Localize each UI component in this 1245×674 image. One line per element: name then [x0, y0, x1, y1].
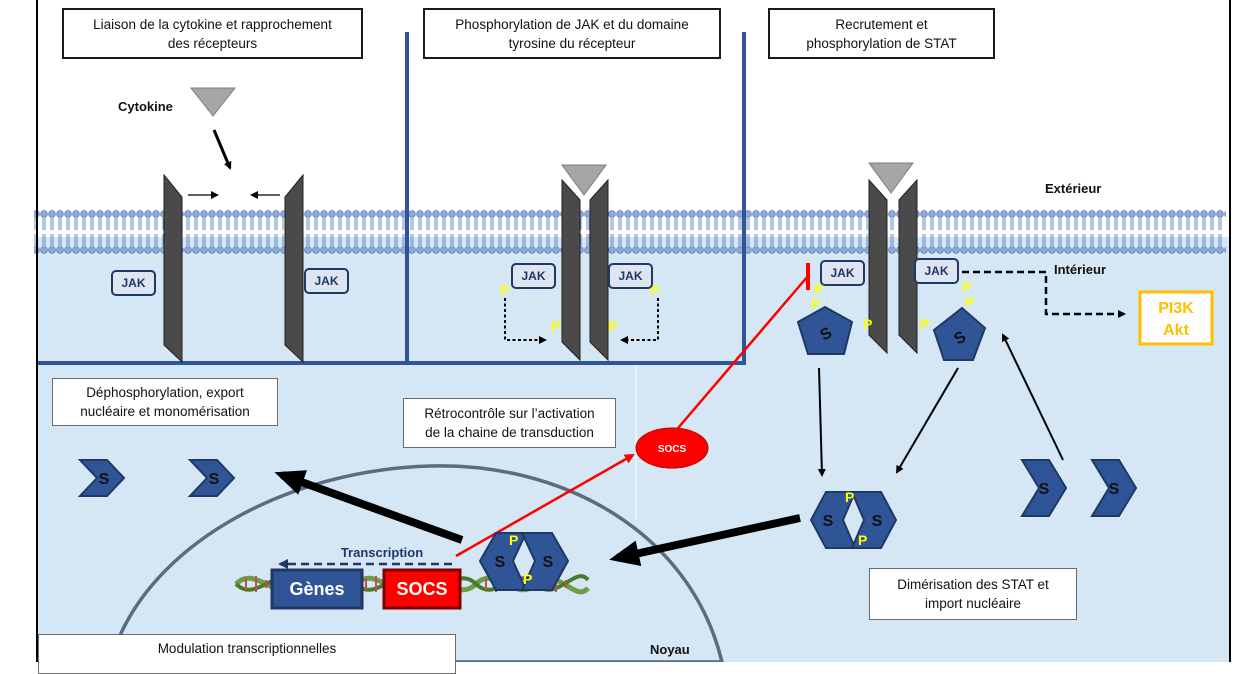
- receptor-left-1: [163, 173, 183, 364]
- stat-s-label: S: [823, 513, 834, 530]
- frame-right: [1229, 0, 1231, 662]
- nuclear-export-arrow: [274, 470, 464, 544]
- receptor-right-3: [898, 178, 918, 355]
- stat-monomer-2: [187, 459, 236, 497]
- stat-monomer-1: [77, 459, 126, 497]
- akt-label: Akt: [1163, 322, 1189, 339]
- cytokine-label: Cytokine: [118, 99, 173, 114]
- nuclear-import-arrow: [609, 514, 801, 567]
- stat-to-dimer-arrow-1: [817, 367, 826, 477]
- stat-s-label: S: [872, 513, 883, 530]
- stat-recruited-left: [796, 305, 854, 355]
- retrocontrole-box: Rétrocontrôle sur l’activation de la cha…: [403, 398, 616, 448]
- dephospho-line1: Déphosphorylation, export: [86, 385, 244, 400]
- stat-monomer-4: [1090, 459, 1138, 517]
- transcription-label: Transcription: [341, 545, 423, 560]
- cytokine-bound-3: [868, 162, 914, 194]
- dimerisation-box: Dimérisation des STAT et import nucléair…: [869, 568, 1077, 620]
- phospho-p-label: P: [845, 489, 854, 505]
- jak-box: JAK: [608, 263, 653, 289]
- stat-dimer-nucleus-left: [478, 532, 528, 591]
- modulation-box: Modulation transcriptionnelles: [38, 634, 456, 674]
- step3-title-line2: phosphorylation de STAT: [806, 35, 957, 51]
- step3-title-line1: Recrutement et: [835, 16, 928, 32]
- retrocontrole-line2: de la chaine de transduction: [425, 425, 594, 440]
- phospho-p-label: P: [920, 316, 929, 332]
- socs-production-arrow: [455, 453, 635, 558]
- socs-gene-box: [382, 568, 462, 610]
- stat-s-label: S: [1109, 481, 1120, 498]
- phospho-p-label: P: [551, 318, 560, 334]
- stat-recycle-arrow: [1001, 333, 1064, 461]
- socs-protein: [635, 427, 709, 469]
- retrocontrole-line1: Rétrocontrôle sur l’activation: [424, 406, 595, 421]
- phospho-p-label: P: [863, 316, 872, 332]
- phospho-p-label: P: [811, 296, 820, 312]
- receptor-right-1: [284, 173, 304, 364]
- dimerisation-line1: Dimérisation des STAT et: [897, 577, 1049, 592]
- phospho-p-label: P: [523, 571, 532, 587]
- trans-phospho-arrow-left: [504, 298, 547, 344]
- pi3k-dashed-arrow: [962, 270, 1126, 318]
- stat-s-label: S: [209, 471, 220, 488]
- jak-box: JAK: [914, 258, 959, 284]
- jak-box: JAK: [511, 263, 556, 289]
- jak-box: JAK: [820, 260, 865, 286]
- step3-title-box: Recrutement et phosphorylation de STAT: [768, 8, 995, 59]
- noyau-label: Noyau: [650, 642, 690, 657]
- receptor-left-3: [868, 178, 888, 355]
- plasma-membrane: [34, 210, 1226, 254]
- pi3k-label: PI3K: [1158, 300, 1194, 317]
- dimerisation-line2: import nucléaire: [924, 596, 1022, 611]
- dephospho-line2: nucléaire et monomérisation: [80, 404, 250, 419]
- phospho-p-label: P: [814, 281, 823, 297]
- stat-s-label: S: [1039, 481, 1050, 498]
- jak-box: JAK: [304, 268, 349, 294]
- step2-title-line1: Phosphorylation de JAK et du domaine: [455, 16, 689, 32]
- pi3k-akt-box: [1138, 290, 1214, 346]
- phospho-p-label: P: [608, 318, 617, 334]
- step1-title-line2: des récepteurs: [167, 35, 258, 51]
- phospho-p-label: P: [500, 282, 509, 298]
- socs-protein-label: SOCS: [658, 444, 687, 455]
- stat-recruited-right: [932, 306, 987, 361]
- step2-title-box: Phosphorylation de JAK et du domaine tyr…: [423, 8, 721, 59]
- jak-box: JAK: [111, 270, 156, 296]
- socs-inhibition-line: [660, 275, 809, 449]
- stat-dimer-right: [850, 491, 898, 549]
- phospho-p-label: P: [962, 279, 971, 295]
- phospho-p-label: P: [650, 282, 659, 298]
- stat-dimer-nucleus-right: [520, 532, 570, 591]
- step1-title-line1: Liaison de la cytokine et rapprochement: [93, 16, 332, 32]
- trans-phospho-arrow-right: [620, 298, 659, 344]
- genes-box: [270, 568, 364, 610]
- cytokine-bound-2: [561, 164, 607, 196]
- receptor-left-2: [561, 178, 581, 362]
- exterieur-label: Extérieur: [1045, 181, 1102, 196]
- stat-dimer-left: [809, 491, 857, 549]
- modulation-label: Modulation transcriptionnelles: [157, 641, 337, 656]
- stat-s-label: S: [99, 471, 110, 488]
- phospho-p-label: P: [965, 294, 974, 310]
- cytokine-triangle: [189, 87, 237, 117]
- stat-monomer-3: [1020, 459, 1068, 517]
- step1-title-box: Liaison de la cytokine et rapprochement …: [62, 8, 363, 59]
- interieur-label: Intérieur: [1054, 262, 1107, 277]
- step2-title-line2: tyrosine du récepteur: [508, 35, 636, 51]
- dephospho-box: Déphosphorylation, export nucléaire et m…: [52, 378, 278, 426]
- phospho-p-label: P: [858, 532, 867, 548]
- cytokine-arrow: [212, 129, 232, 170]
- stat-s-label: S: [495, 554, 506, 571]
- stat-s-label: S: [543, 554, 554, 571]
- phospho-p-label: P: [509, 532, 518, 548]
- frame-left: [36, 0, 38, 662]
- receptor-right-2: [589, 178, 609, 362]
- socs-gene-label: SOCS: [396, 579, 447, 599]
- stat-to-dimer-arrow-2: [895, 367, 959, 474]
- genes-label: Gènes: [289, 579, 344, 599]
